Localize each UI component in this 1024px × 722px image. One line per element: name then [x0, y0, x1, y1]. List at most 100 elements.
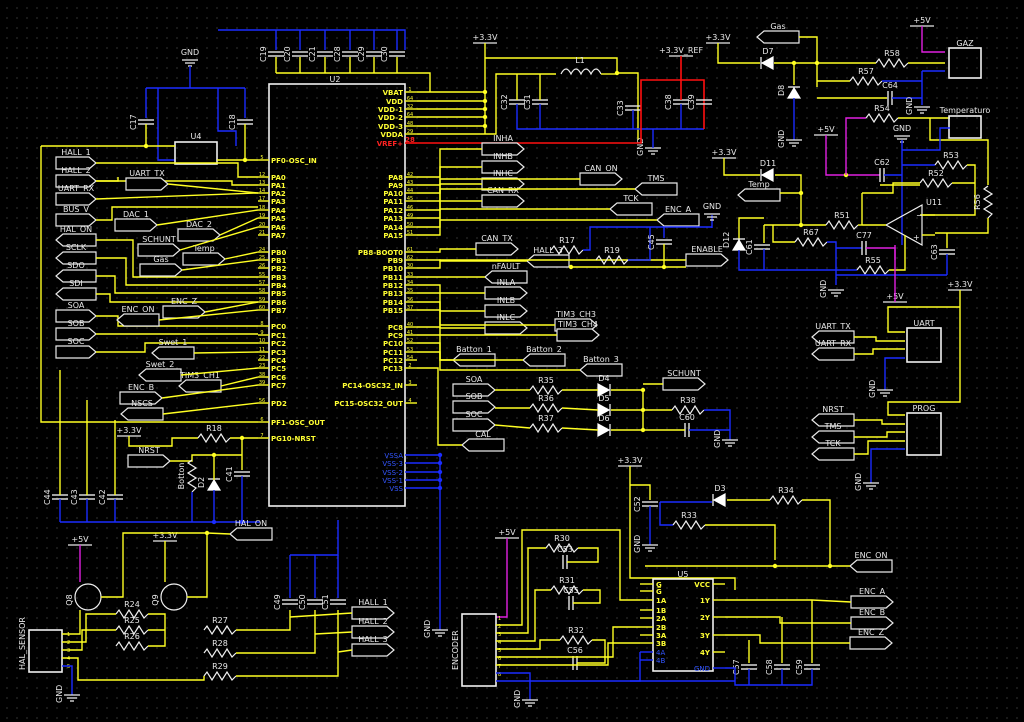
port-tim3-ch3-shape[interactable]	[554, 318, 598, 332]
mcu-pin-number: 25	[259, 255, 265, 261]
mcu-pin-vdda: VDDA	[381, 131, 404, 139]
port-tck-conn-shape[interactable]	[811, 447, 855, 461]
port-hall-3-in-label: HALL_3	[533, 246, 563, 255]
capacitor-ref: C77	[856, 231, 872, 240]
port-enc-z-shape[interactable]	[162, 305, 206, 319]
port-enc-b-shape[interactable]	[119, 391, 163, 405]
port-sclk-shape[interactable]	[55, 251, 97, 265]
port-swet-2-shape[interactable]	[138, 368, 182, 382]
junction-dot	[827, 563, 833, 569]
port-hal-on-shape[interactable]	[229, 527, 273, 541]
port-hall-1-shape[interactable]	[55, 156, 97, 170]
port-inhc-shape[interactable]	[481, 177, 525, 191]
mcu-pin-number: 1	[408, 87, 411, 93]
osc-out-net	[40, 146, 258, 423]
u5-pin-2y: 2Y	[700, 614, 711, 622]
port-soc-shape[interactable]	[452, 418, 496, 432]
junction-dot	[814, 60, 820, 66]
connector-pin-number: 1	[498, 616, 501, 622]
port-inla-shape[interactable]	[484, 286, 528, 300]
wire	[96, 257, 258, 286]
diode-ref: D12	[722, 232, 731, 248]
port-cal-shape[interactable]	[461, 438, 505, 452]
transistor-ref: Q9	[151, 594, 160, 605]
junction-dot	[482, 89, 488, 95]
mcu-pin-number: 50	[407, 222, 413, 228]
port-temp-in-shape[interactable]	[737, 188, 781, 202]
port-sdi-shape[interactable]	[55, 287, 97, 301]
mcu-pin-number: 55	[259, 272, 265, 278]
signal-net	[417, 334, 453, 361]
resistor-ref: R37	[538, 414, 554, 423]
port-bus-v-shape[interactable]	[55, 213, 97, 227]
port-hall-3-in-shape[interactable]	[526, 254, 570, 268]
wire	[561, 407, 599, 411]
port-dac-2-shape[interactable]	[177, 228, 221, 242]
port-enc-a-shape[interactable]	[656, 213, 700, 227]
wire	[217, 88, 237, 146]
port-inhb-shape[interactable]	[481, 160, 525, 174]
port-schunt-out-shape[interactable]	[662, 377, 706, 391]
port-batton-2-shape[interactable]	[522, 353, 566, 367]
wire	[577, 639, 606, 664]
port-soa-shape[interactable]	[55, 309, 97, 323]
u5-pin-1y: 1Y	[700, 597, 711, 605]
port-swet-1-shape[interactable]	[151, 346, 195, 360]
inductor-icon	[560, 68, 602, 76]
port-enc-on-shape[interactable]	[116, 313, 160, 327]
mcu-pin-pb11: PB11	[383, 274, 403, 282]
port-inlc-shape[interactable]	[484, 321, 528, 335]
mcu-pin-pa1: PA1	[271, 182, 286, 190]
mcu-pin-pb7: PB7	[271, 307, 286, 315]
port-can-tx-shape[interactable]	[475, 242, 519, 256]
port-tms-shape[interactable]	[634, 182, 678, 196]
port-enable-shape[interactable]	[685, 253, 729, 267]
port-tim3-ch4-shape[interactable]	[556, 328, 600, 342]
port-nfault-shape[interactable]	[484, 270, 528, 284]
port-gas-shape[interactable]	[139, 263, 183, 277]
mcu-pin-number: 11	[259, 347, 265, 353]
port-gas-in-shape[interactable]	[756, 30, 800, 44]
port-sob-shape[interactable]	[55, 327, 97, 341]
port-hall-2-shape[interactable]	[351, 625, 395, 639]
port-enc-on-out-shape[interactable]	[849, 559, 893, 573]
port-hal-on-shape[interactable]	[55, 233, 97, 247]
port-temp-shape[interactable]	[182, 252, 226, 266]
port-uart-rx-shape[interactable]	[55, 192, 97, 206]
port-can-on-shape[interactable]	[579, 172, 623, 186]
capacitor-ref: C38	[664, 94, 673, 110]
port-hall-2-shape[interactable]	[55, 174, 97, 188]
port-schunt-shape[interactable]	[137, 243, 181, 257]
diode-ref: D4	[598, 374, 609, 383]
port-uart-tx-conn-shape[interactable]	[811, 330, 855, 344]
port-nrst-conn-shape[interactable]	[811, 413, 855, 427]
port-uart-tx-shape[interactable]	[125, 177, 169, 191]
mcu-pin-pb1: PB1	[271, 257, 286, 265]
port-sob-shape[interactable]	[452, 400, 496, 414]
mcu-pin-pa6: PA6	[271, 224, 286, 232]
port-batton-3-shape[interactable]	[579, 363, 623, 377]
capacitor-ref: C43	[70, 489, 79, 505]
port-inlb-shape[interactable]	[484, 304, 528, 318]
port-inha-shape[interactable]	[481, 142, 525, 156]
port-enc-z-out-shape[interactable]	[849, 636, 893, 650]
mcu-pin-number: 4	[408, 398, 411, 404]
port-tms-conn-shape[interactable]	[811, 430, 855, 444]
port-hall-3-shape[interactable]	[351, 643, 395, 657]
port-soa-shape[interactable]	[452, 383, 496, 397]
mcu-pin-number: 5	[260, 155, 263, 161]
port-enc-a-out-shape[interactable]	[850, 595, 894, 609]
port-hall-1-shape[interactable]	[351, 606, 395, 620]
port-soc-shape[interactable]	[55, 345, 97, 359]
u5-pin-0: G	[656, 581, 662, 589]
port-enc-b-out-shape[interactable]	[850, 616, 894, 630]
power-label: +3.3V	[153, 531, 178, 540]
ic-u5-body	[652, 578, 714, 672]
port-can-rx-shape[interactable]	[481, 194, 525, 208]
port-sdo-shape[interactable]	[55, 269, 97, 283]
port-nrst-shape[interactable]	[127, 454, 171, 468]
port-tck-shape[interactable]	[609, 202, 653, 216]
port-dac-1-shape[interactable]	[114, 218, 158, 232]
port-nscs-shape[interactable]	[120, 407, 164, 421]
port-uart-rx-conn-shape[interactable]	[811, 347, 855, 361]
